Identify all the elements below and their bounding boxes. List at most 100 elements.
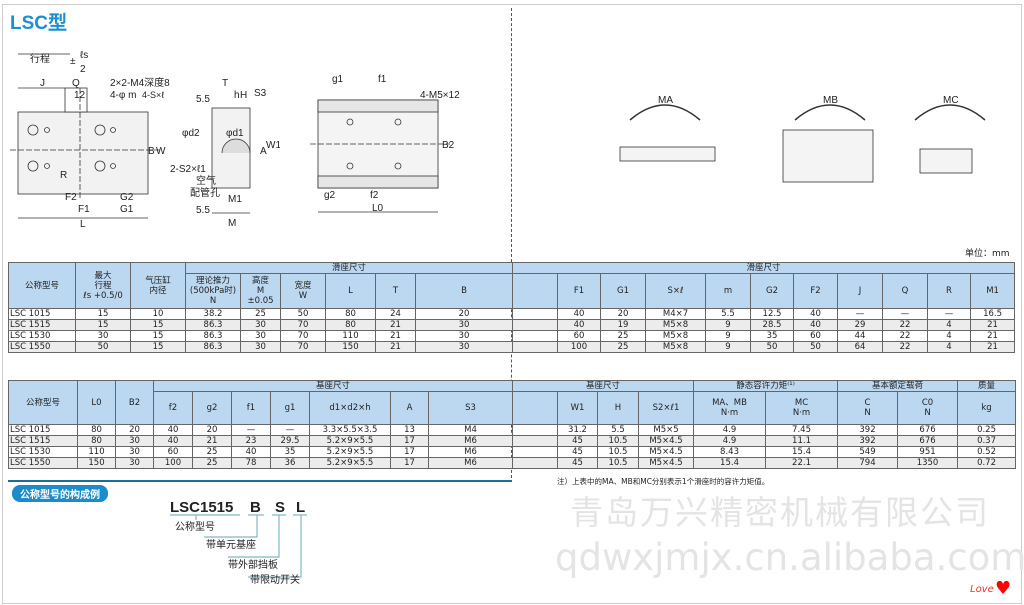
table-cell: T [375,273,416,309]
table-cell: f1 [231,391,271,425]
table-cell: F2 [793,273,838,309]
table-cell: 38.2 [185,308,241,320]
table-cell: LSC 1015 [8,308,76,320]
table-cell: 19 [600,319,646,331]
table-cell: 110 [77,446,116,458]
table-cell: 10.5 [597,457,639,469]
drawing-label: J [40,78,45,89]
table-cell [512,273,558,309]
table-cell: M6 [427,457,514,469]
table-cell: LSC 1515 [8,435,78,447]
label: 行程 [30,52,50,65]
table-cell: LSC 1550 [8,341,76,353]
table-cell: 40 [557,319,601,331]
table-cell: 理论推力 (500kPa时) N [185,273,241,309]
table-cell: 公称型号 [8,262,76,309]
table-cell: 80 [77,435,116,447]
table-cell: m [705,273,751,309]
table-cell: 15 [130,319,186,331]
table-cell [512,457,558,469]
heart-icon: ♥ [995,578,1012,599]
table-cell: 60 [793,330,838,342]
table-cell: d1×d2×h [309,391,391,425]
table-cell: 45 [557,457,598,469]
table-cell: 150 [77,457,116,469]
table-cell: 21 [969,319,1016,331]
table-cell: 35 [750,330,794,342]
table-cell [512,424,558,436]
table-cell: Q [882,273,928,309]
drawing-label: L [296,499,305,516]
base-view-drawing: g1 f1 4-M5×12 B2 g2 f2 L0 [310,74,460,214]
table-cell: G1 [600,273,646,309]
love-badge: Love [970,584,994,595]
table-cell: 44 [837,330,883,342]
table-cell: A [390,391,429,425]
table-cell [512,319,558,331]
drawing-label: H [240,90,247,101]
drawing-label: 配管孔 [190,186,220,199]
table-cell: 30 [414,330,514,342]
drawing-label: S [275,499,285,516]
table-cell: 10.5 [597,435,639,447]
drawing-label: G2 [120,192,134,203]
table-cell: 30 [240,319,281,331]
drawing-label: 5.5 [196,205,210,216]
table-cell: 20 [192,424,232,436]
drawing-label: f1 [378,74,387,85]
table-cell: 45 [557,446,598,458]
table-cell: 676 [897,424,959,436]
table-cell: — [231,424,271,436]
drawing-label: 2-S2×ℓ1 [170,164,206,175]
table-cell: 25 [240,308,281,320]
table-cell: 21 [969,330,1016,342]
table-cell: 宽度 W [280,273,326,309]
table-cell: 31.2 [557,424,598,436]
table-cell: 549 [837,446,899,458]
table-cell: 110 [325,330,376,342]
drawing-label: MB [823,95,838,106]
table-cell: 86.3 [185,330,241,342]
table-cell: 30 [414,319,514,331]
table-cell: kg [957,391,1017,425]
drawing-label: L [80,219,86,230]
table-cell: 5.2×9×5.5 [309,457,391,469]
table-cell: 5.2×9×5.5 [309,435,391,447]
drawing-label: Q [72,78,80,89]
table-cell: 40 [793,319,838,331]
table-cell: 10.5 [597,446,639,458]
table-cell: 9 [705,319,751,331]
table-cell: 40 [153,424,193,436]
table-cell [512,341,558,353]
table-cell: 0.37 [957,435,1017,447]
table-cell: 3.3×5.5×3.5 [309,424,391,436]
drawing-label: F1 [78,204,90,215]
table-cell: 40 [153,435,193,447]
drawing-label: φd1 [226,128,244,139]
table-cell: 80 [325,308,376,320]
table-cell: 21 [192,435,232,447]
table-cell: LSC 1530 [8,446,78,458]
table-cell: 17 [390,446,429,458]
center-divider [511,8,512,478]
table-cell: — [927,308,971,320]
drawing-label: ± [70,56,76,67]
table-cell: M5×4.5 [637,435,695,447]
table-cell: 60 [557,330,601,342]
table-cell [512,435,558,447]
drawing-label: 2 [80,64,86,75]
config-example-heading: 公称型号的构成例 [12,485,108,502]
table-cell: 21 [969,341,1016,353]
drawing-label: T [222,78,228,89]
drawing-label: 带外部挡板 [228,558,278,571]
table-cell: 5.5 [705,308,751,320]
table-cell: 30 [115,457,154,469]
table-cell: 22.1 [765,457,839,469]
